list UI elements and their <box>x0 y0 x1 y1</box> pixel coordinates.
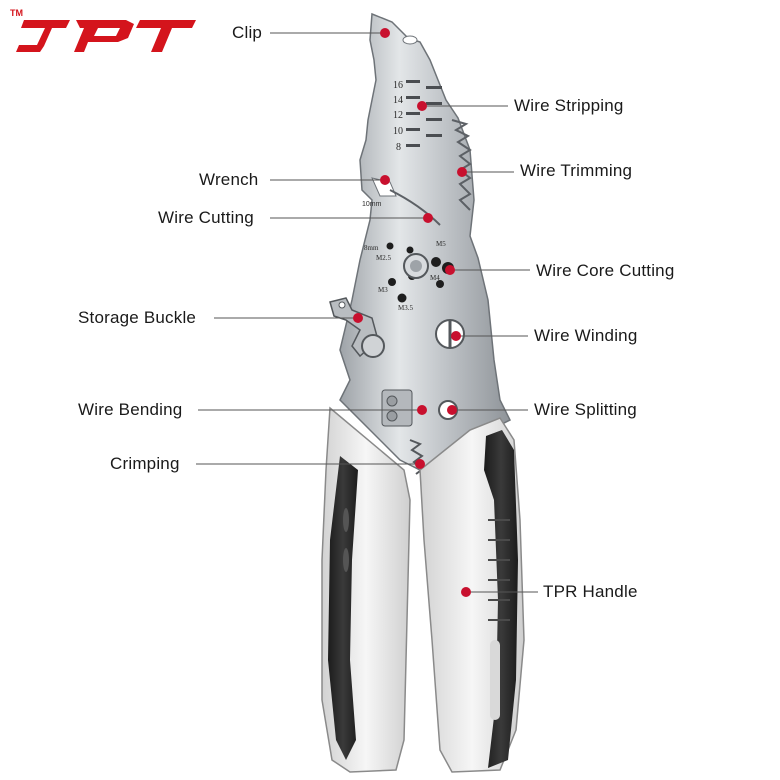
label-tpr-handle: TPR Handle <box>543 582 638 601</box>
stripping-notches <box>406 80 442 147</box>
marker-wire-splitting <box>447 405 457 415</box>
hole-label-m2-5: M2.5 <box>376 254 391 262</box>
marker-wire-core-cutting <box>445 265 455 275</box>
label-wrench: Wrench <box>199 170 259 189</box>
marker-tpr-handle <box>461 587 471 597</box>
gauge-12: 12 <box>393 110 403 121</box>
bending-block <box>381 389 413 427</box>
callout-leaders <box>196 32 538 593</box>
label-wire-bending: Wire Bending <box>78 400 183 419</box>
label-wire-winding: Wire Winding <box>534 326 638 345</box>
label-wire-core-cutting: Wire Core Cutting <box>536 261 675 280</box>
marker-clip <box>380 28 390 38</box>
cutting-edge <box>389 189 441 226</box>
marker-wire-winding <box>451 331 461 341</box>
gauge-14: 14 <box>393 95 403 106</box>
buckle-rivet <box>361 334 385 358</box>
label-wire-splitting: Wire Splitting <box>534 400 637 419</box>
hole-label-m4: M4 <box>430 274 440 282</box>
brand-logo: TM <box>10 8 200 63</box>
marker-wire-trimming <box>457 167 467 177</box>
hole-label-m3: M3 <box>378 286 388 294</box>
label-clip: Clip <box>232 23 263 42</box>
marker-wire-bending <box>417 405 427 415</box>
trimming-teeth <box>451 119 472 211</box>
label-wire-stripping: Wire Stripping <box>514 96 624 115</box>
marker-crimping <box>415 459 425 469</box>
gauge-10: 10 <box>393 126 403 137</box>
marker-wire-stripping <box>417 101 427 111</box>
trademark-symbol: TM <box>10 8 23 18</box>
grip-window-right <box>490 640 500 720</box>
marker-storage-buckle <box>353 313 363 323</box>
gauge-16: 16 <box>393 80 403 91</box>
grip-slot-left <box>343 508 349 532</box>
hole-label-m3-5: M3.5 <box>398 304 413 312</box>
left-grip <box>328 456 358 760</box>
hole-label-8mm: 8mm <box>364 244 379 252</box>
wrench-size-label: 10mm <box>362 201 382 208</box>
marker-wire-cutting <box>423 213 433 223</box>
callout-markers <box>353 28 471 597</box>
label-storage-buckle: Storage Buckle <box>78 308 197 327</box>
jpt-logo <box>16 20 196 52</box>
label-crimping: Crimping <box>110 454 180 473</box>
hole-label-m5: M5 <box>436 240 446 248</box>
tool-head <box>339 12 512 471</box>
gauge-8: 8 <box>396 142 401 153</box>
label-wire-trimming: Wire Trimming <box>520 161 633 180</box>
label-wire-cutting: Wire Cutting <box>158 208 254 227</box>
marker-wrench <box>380 175 390 185</box>
clip-slot <box>402 35 418 45</box>
grip-ribs <box>488 519 510 621</box>
